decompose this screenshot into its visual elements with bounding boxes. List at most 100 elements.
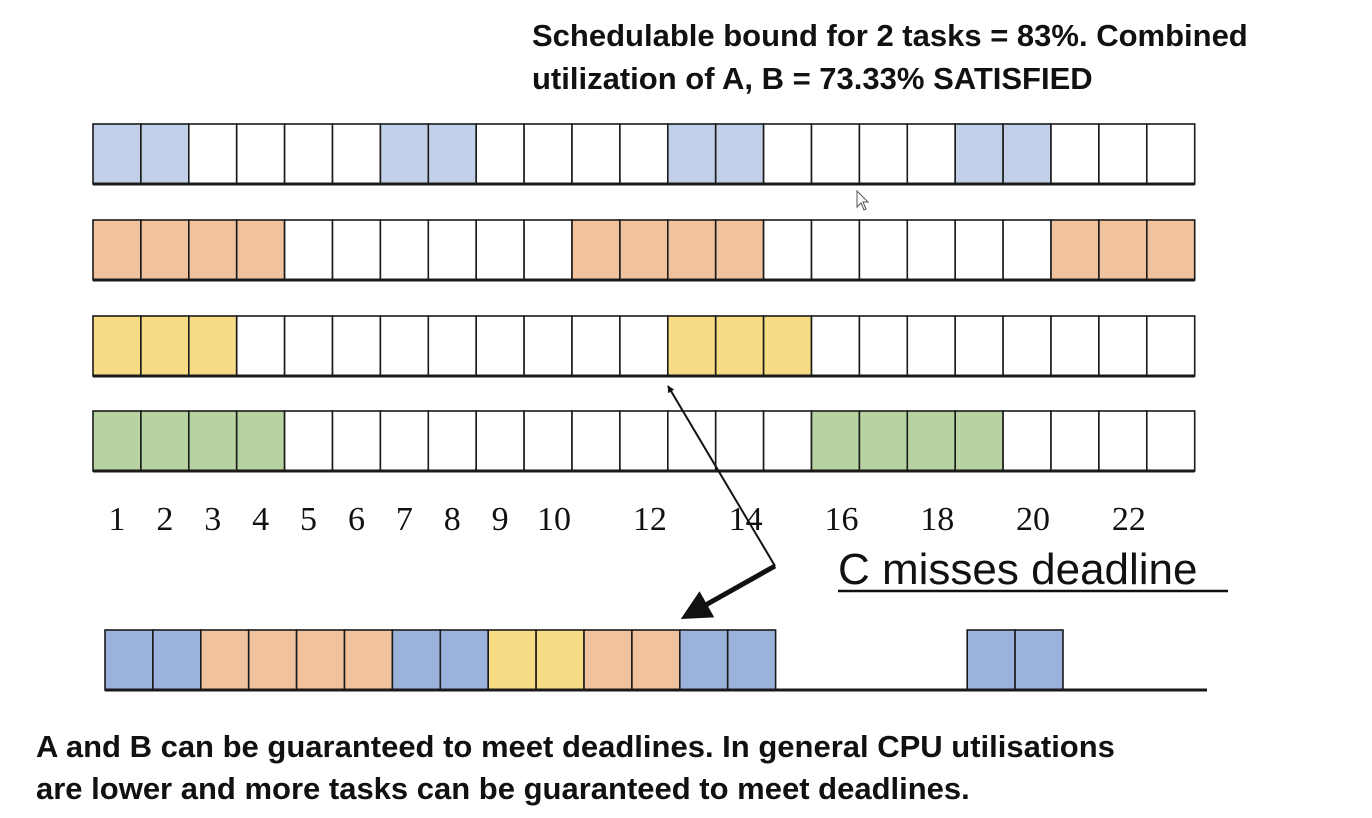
time-slot-empty — [475, 410, 525, 472]
time-slot-empty — [331, 315, 382, 377]
time-slot-empty — [619, 410, 669, 472]
schedule-slot-b — [295, 629, 346, 691]
time-slot-empty — [427, 410, 477, 472]
time-slot-filled — [571, 219, 621, 281]
footer-text: A and B can be guaranteed to meet deadli… — [36, 726, 1356, 810]
time-slot-filled — [1098, 219, 1148, 281]
time-slot-filled — [906, 410, 956, 472]
time-slot-empty — [619, 123, 669, 185]
time-slot-filled — [92, 410, 142, 472]
time-slot-filled — [1146, 219, 1196, 281]
time-slot-empty — [523, 123, 573, 185]
time-slot-empty — [283, 410, 334, 472]
time-slot-empty — [906, 315, 956, 377]
time-slot-filled — [92, 123, 142, 185]
time-slot-empty — [762, 219, 813, 281]
time-slot-filled — [427, 123, 477, 185]
time-tick-label: 22 — [1112, 501, 1146, 538]
time-slot-filled — [140, 315, 190, 377]
task-timelines — [92, 123, 1196, 473]
time-tick-label: 10 — [537, 501, 571, 538]
time-slot-empty — [331, 410, 382, 472]
deadline-miss-label: C misses deadline — [838, 545, 1198, 594]
time-tick-label: 7 — [396, 501, 413, 538]
time-slot-empty — [475, 219, 525, 281]
time-slot-empty — [1050, 410, 1100, 472]
time-tick-label: 8 — [444, 501, 461, 538]
time-slot-filled — [235, 410, 286, 472]
footer-line-1: A and B can be guaranteed to meet deadli… — [36, 729, 1115, 764]
time-slot-filled — [188, 410, 238, 472]
time-slot-empty — [235, 315, 286, 377]
schedule-slot-a — [726, 629, 777, 691]
time-tick-label: 16 — [824, 501, 858, 538]
time-slot-empty — [1002, 410, 1052, 472]
time-slot-empty — [427, 315, 477, 377]
time-slot-empty — [283, 123, 334, 185]
time-slot-empty — [954, 219, 1004, 281]
time-slot-empty — [1146, 410, 1196, 472]
timeline-task-a — [92, 123, 1196, 186]
time-slot-empty — [954, 315, 1004, 377]
schedule-slot-a — [104, 629, 154, 691]
time-slot-filled — [858, 410, 909, 472]
header-line-1: Schedulable bound for 2 tasks = 83%. Com… — [532, 18, 1248, 53]
time-slot-filled — [188, 219, 238, 281]
time-slot-filled — [714, 315, 765, 377]
time-slot-filled — [714, 219, 765, 281]
time-slot-empty — [235, 123, 286, 185]
schedule-slot-a — [1014, 629, 1064, 691]
time-tick-label: 5 — [300, 501, 317, 538]
time-slot-empty — [1098, 410, 1148, 472]
time-slot-empty — [523, 410, 573, 472]
time-slot-empty — [1098, 315, 1148, 377]
header-text: Schedulable bound for 2 tasks = 83%. Com… — [532, 14, 1367, 100]
schedule-slot-a — [678, 629, 729, 691]
time-slot-empty — [379, 410, 430, 472]
timeline-task-b — [92, 219, 1196, 282]
deadline-annotation: C misses deadline — [667, 385, 1228, 619]
time-slot-filled — [1050, 219, 1100, 281]
time-slot-empty — [810, 219, 861, 281]
time-slot-empty — [523, 315, 573, 377]
time-slot-empty — [379, 315, 430, 377]
schedule-slot-a — [391, 629, 442, 691]
time-slot-filled — [140, 219, 190, 281]
time-slot-empty — [475, 123, 525, 185]
schedule-slot-c — [535, 629, 585, 691]
time-slot-filled — [666, 315, 717, 377]
time-slot-empty — [523, 219, 573, 281]
time-slot-empty — [283, 315, 334, 377]
schedule-slot-a — [966, 629, 1016, 691]
time-tick-label: 14 — [729, 501, 763, 538]
time-slot-filled — [666, 123, 717, 185]
time-slot-empty — [858, 219, 909, 281]
timeline-task-c — [92, 315, 1196, 378]
time-slot-empty — [619, 315, 669, 377]
time-tick-label: 6 — [348, 501, 365, 538]
schedule-slot-b — [200, 629, 250, 691]
time-slot-empty — [810, 315, 861, 377]
mouse-cursor-icon — [856, 189, 870, 211]
time-slot-filled — [666, 219, 717, 281]
time-tick-label: 18 — [920, 501, 954, 538]
time-tick-label: 3 — [204, 501, 221, 538]
time-slot-filled — [92, 219, 142, 281]
time-slot-empty — [1050, 315, 1100, 377]
time-slot-empty — [858, 123, 909, 185]
time-slot-empty — [906, 123, 956, 185]
time-slot-filled — [619, 219, 669, 281]
time-slot-filled — [140, 410, 190, 472]
time-slot-empty — [331, 219, 382, 281]
timeline-task-d — [92, 410, 1196, 473]
schedule-slot-a — [152, 629, 202, 691]
time-slot-empty — [810, 123, 861, 185]
time-slot-filled — [379, 123, 430, 185]
time-slot-empty — [858, 315, 909, 377]
time-slot-empty — [571, 410, 621, 472]
schedule-slot-c — [487, 629, 537, 691]
time-slot-filled — [714, 123, 765, 185]
time-slot-filled — [954, 410, 1004, 472]
time-slot-empty — [762, 123, 813, 185]
